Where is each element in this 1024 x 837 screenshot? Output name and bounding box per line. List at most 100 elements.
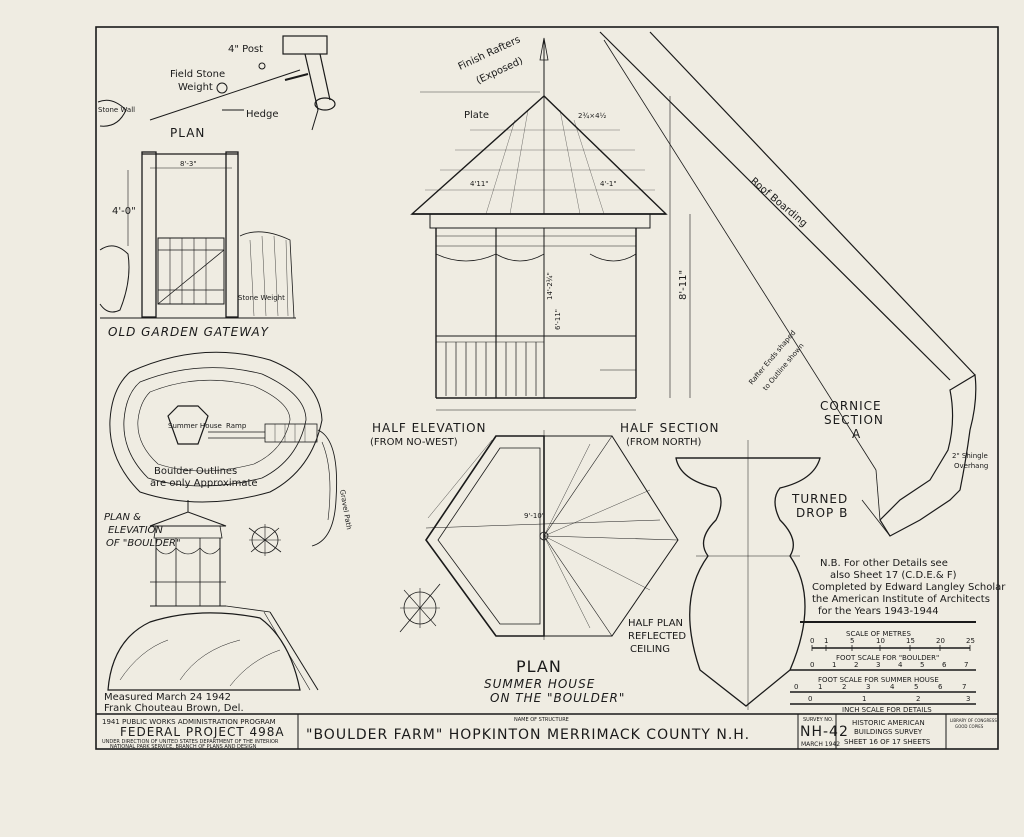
boulder-plan-title-3: OF "BOULDER" bbox=[106, 538, 181, 549]
boulder-plan-title-1: PLAN & bbox=[104, 512, 141, 523]
label-shingle-2: Overhang bbox=[954, 462, 988, 470]
compass-rose-icon bbox=[248, 524, 282, 556]
gateway-plan-title: PLAN bbox=[170, 126, 205, 140]
plan-main-title: PLAN bbox=[516, 657, 562, 676]
note-line-5: for the Years 1943-1944 bbox=[818, 606, 939, 617]
half-elevation-title: HALF ELEVATION bbox=[372, 421, 487, 435]
loc-line-2: GOOD COPIES bbox=[955, 724, 984, 729]
project-line: FEDERAL PROJECT 498A bbox=[120, 725, 285, 739]
note-line-3: Completed by Edward Langley Scholar bbox=[812, 582, 1006, 593]
scale-summer-tick-0: 0 bbox=[794, 683, 798, 691]
scale-metres-tick-3: 10 bbox=[876, 637, 885, 645]
name-of-structure-label: NAME OF STRUCTURE bbox=[514, 717, 569, 723]
scale-boulder-tick-2: 2 bbox=[854, 661, 858, 669]
label-rafter-size: 2¾×4½ bbox=[578, 112, 607, 120]
turned-drop-drawing bbox=[675, 440, 821, 710]
scale-metres-title: SCALE OF METRES bbox=[846, 630, 911, 638]
note-line-2: also Sheet 17 (C.D.E.& F) bbox=[830, 570, 957, 581]
label-plate: Plate bbox=[464, 110, 489, 121]
gateway-title: OLD GARDEN GATEWAY bbox=[108, 325, 270, 339]
measured-date: Measured March 24 1942 bbox=[104, 692, 231, 703]
program-line: 1941 PUBLIC WORKS ADMINISTRATION PROGRAM bbox=[102, 718, 276, 726]
half-section-title: HALF SECTION bbox=[620, 421, 720, 435]
half-plan-title-1: HALF PLAN bbox=[628, 618, 683, 629]
direction-line-1: UNDER DIRECTION OF UNITED STATES DEPARTM… bbox=[102, 739, 279, 745]
sheet-number: SHEET 16 OF 17 SHEETS bbox=[844, 738, 931, 746]
habs-line-2: BUILDINGS SURVEY bbox=[854, 728, 923, 736]
scale-metres bbox=[800, 621, 976, 651]
boulder-plan-title-2: ELEVATION bbox=[108, 525, 163, 536]
gateway-elevation-drawing bbox=[99, 151, 296, 319]
label-post: 4" Post bbox=[228, 44, 263, 55]
scale-inch-tick-3: 3 bbox=[966, 695, 970, 703]
label-stone-weight: Stone Weight bbox=[238, 294, 285, 302]
scale-summer-tick-5: 5 bbox=[914, 683, 918, 691]
summer-house-plan-drawing bbox=[425, 430, 679, 640]
label-roof-boarding: Roof Boarding bbox=[748, 176, 809, 230]
label-gravel-path: Gravel Path bbox=[338, 489, 353, 530]
survey-no-label: SURVEY NO. bbox=[803, 717, 834, 723]
scale-boulder-tick-0: 0 bbox=[810, 661, 814, 669]
scale-inch-tick-0: 0 bbox=[808, 695, 812, 703]
scale-boulder-tick-3: 3 bbox=[876, 661, 880, 669]
delineator: Frank Chouteau Brown, Del. bbox=[104, 703, 244, 714]
scale-metres-tick-1: 1 bbox=[824, 637, 828, 645]
scale-metres-tick-2: 5 bbox=[850, 637, 854, 645]
outer-border bbox=[95, 26, 999, 750]
scale-summer-tick-1: 1 bbox=[818, 683, 822, 691]
scale-boulder-tick-7: 7 bbox=[964, 661, 968, 669]
label-summer-house-small: Summer House bbox=[168, 422, 222, 430]
gateway-width-dim: 8'-3" bbox=[180, 160, 197, 168]
scale-boulder-tick-5: 5 bbox=[920, 661, 924, 669]
elevation-dim-height-2: 14'-2¾" bbox=[546, 272, 554, 300]
direction-line-2: NATIONAL PARK SERVICE, BRANCH OF PLANS A… bbox=[110, 744, 257, 750]
half-plan-title-3: CEILING bbox=[630, 644, 670, 655]
scale-metres-tick-0: 0 bbox=[810, 637, 814, 645]
boulder-plan-drawing bbox=[109, 351, 338, 547]
label-ramp: Ramp bbox=[226, 422, 247, 430]
scale-metres-tick-5: 20 bbox=[936, 637, 945, 645]
label-weight: Weight bbox=[178, 82, 213, 93]
scale-boulder-title: FOOT SCALE FOR "BOULDER" bbox=[836, 654, 939, 662]
label-hedge: Hedge bbox=[246, 109, 279, 120]
cornice-drawing bbox=[599, 31, 977, 537]
turned-drop-title-1: TURNED bbox=[791, 492, 848, 506]
elevation-dim-left: 4'11" bbox=[470, 180, 489, 188]
plan-main-subtitle-1: SUMMER HOUSE bbox=[484, 677, 595, 691]
plan-main-subtitle-2: ON THE "BOULDER" bbox=[490, 691, 625, 705]
scale-metres-tick-6: 25 bbox=[966, 637, 975, 645]
scale-summer-tick-6: 6 bbox=[938, 683, 943, 691]
scale-metres-tick-4: 15 bbox=[906, 637, 915, 645]
structure-name: "BOULDER FARM" HOPKINTON MERRIMACK COUNT… bbox=[306, 727, 750, 743]
label-stone-wall: Stone Wall bbox=[98, 106, 135, 114]
boulder-note-2: are only Approximate bbox=[150, 478, 258, 489]
gateway-plan-drawing bbox=[97, 35, 336, 131]
scale-inch-tick-2: 2 bbox=[916, 695, 920, 703]
cornice-title-1: CORNICE bbox=[820, 399, 882, 413]
label-field-stone: Field Stone bbox=[170, 69, 225, 80]
scale-inch-tick-1: 1 bbox=[862, 695, 866, 703]
elevation-dim-right: 4'-1" bbox=[600, 180, 617, 188]
scale-boulder-tick-6: 6 bbox=[942, 661, 947, 669]
plan-dim: 9'-10" bbox=[524, 512, 545, 520]
gateway-height-dim: 4'-0" bbox=[112, 206, 136, 217]
scale-summer-title: FOOT SCALE FOR SUMMER HOUSE bbox=[818, 676, 939, 684]
scale-summer-tick-4: 4 bbox=[890, 683, 895, 691]
elevation-dim-height-1: 6'-11" bbox=[554, 309, 562, 330]
scale-summer-tick-7: 7 bbox=[962, 683, 966, 691]
cornice-title-2: SECTION bbox=[824, 413, 884, 427]
scale-inch-title: INCH SCALE FOR DETAILS bbox=[842, 706, 932, 714]
half-section-subtitle: (FROM NORTH) bbox=[626, 437, 701, 448]
scale-summer-tick-2: 2 bbox=[842, 683, 846, 691]
survey-date: MARCH 1942 bbox=[801, 741, 840, 748]
note-line-4: the American Institute of Architects bbox=[812, 594, 990, 605]
scale-boulder-tick-1: 1 bbox=[832, 661, 836, 669]
elevation-dim-height-3: 8'-11" bbox=[678, 270, 689, 300]
habs-line-1: HISTORIC AMERICAN bbox=[852, 719, 925, 727]
scale-boulder-tick-4: 4 bbox=[898, 661, 903, 669]
summer-house-elevation-drawing bbox=[410, 37, 691, 411]
half-elevation-subtitle: (FROM NO-WEST) bbox=[370, 437, 458, 448]
label-shingle-1: 2" Shingle bbox=[952, 452, 988, 460]
cornice-title-3: A bbox=[852, 427, 861, 441]
